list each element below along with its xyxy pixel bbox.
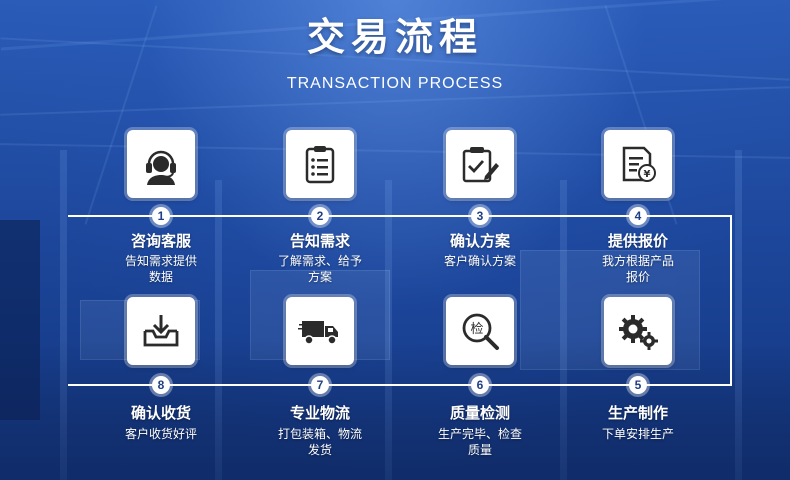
step-5-desc: 下单安排生产 <box>601 427 674 441</box>
step-1-desc: 告知需求提供数据 <box>124 254 197 284</box>
step-2-desc: 了解需求、给予方案 <box>277 254 362 284</box>
step-5-title: 生产制作 <box>607 404 668 422</box>
checklist-pen-icon <box>462 147 499 183</box>
step-8-number: 8 <box>152 376 170 394</box>
step-1-icon-tile <box>127 130 195 198</box>
page-title: 交易流程 <box>306 15 483 59</box>
inbox-download-icon <box>143 315 179 347</box>
step-3-title: 确认方案 <box>449 232 510 250</box>
step-4-title: 提供报价 <box>607 232 668 250</box>
step-7-icon-tile <box>286 297 354 365</box>
step-8-desc: 客户收货好评 <box>124 427 197 441</box>
step-4-icon-tile: ¥ <box>604 130 672 198</box>
step-2-icon-tile <box>286 130 354 198</box>
step-6-desc: 生产完毕、检查质量 <box>437 427 522 457</box>
step-2-number: 2 <box>311 207 329 225</box>
process-line-right <box>730 215 732 386</box>
step-8-icon-tile <box>127 297 195 365</box>
gears-icon <box>619 315 658 350</box>
step-7-title: 专业物流 <box>289 404 350 422</box>
step-3-number: 3 <box>471 207 489 225</box>
step-3-icon-tile <box>446 130 514 198</box>
inspection-magnifier-icon: 检 <box>462 313 499 350</box>
step-6-number: 6 <box>471 376 489 394</box>
step-4-desc: 我方根据产品报价 <box>601 254 674 284</box>
step-4-number: 4 <box>629 207 647 225</box>
step-1-number: 1 <box>152 207 170 225</box>
step-5-icon-tile <box>604 297 672 365</box>
step-7-desc: 打包装箱、物流发货 <box>277 427 362 457</box>
svg-text:检: 检 <box>470 322 483 337</box>
page-subtitle: TRANSACTION PROCESS <box>286 75 504 92</box>
process-line-bottom <box>68 384 732 386</box>
process-line-top <box>68 215 732 217</box>
customer-service-headset-icon <box>146 150 176 185</box>
step-8-title: 确认收货 <box>130 404 191 422</box>
step-6-title: 质量检测 <box>449 404 510 422</box>
clipboard-list-icon <box>305 146 335 184</box>
step-7-number: 7 <box>311 376 329 394</box>
quote-document-yen-icon: ¥ <box>622 146 656 182</box>
step-6-icon-tile: 检 <box>446 297 514 365</box>
step-2-title: 告知需求 <box>289 232 350 250</box>
header: 交易流程 TRANSACTION PROCESS <box>0 14 790 94</box>
step-3-desc: 客户确认方案 <box>443 254 516 268</box>
step-1-title: 咨询客服 <box>130 232 191 250</box>
svg-text:¥: ¥ <box>644 169 651 180</box>
step-5-number: 5 <box>629 376 647 394</box>
delivery-truck-icon <box>298 321 338 345</box>
